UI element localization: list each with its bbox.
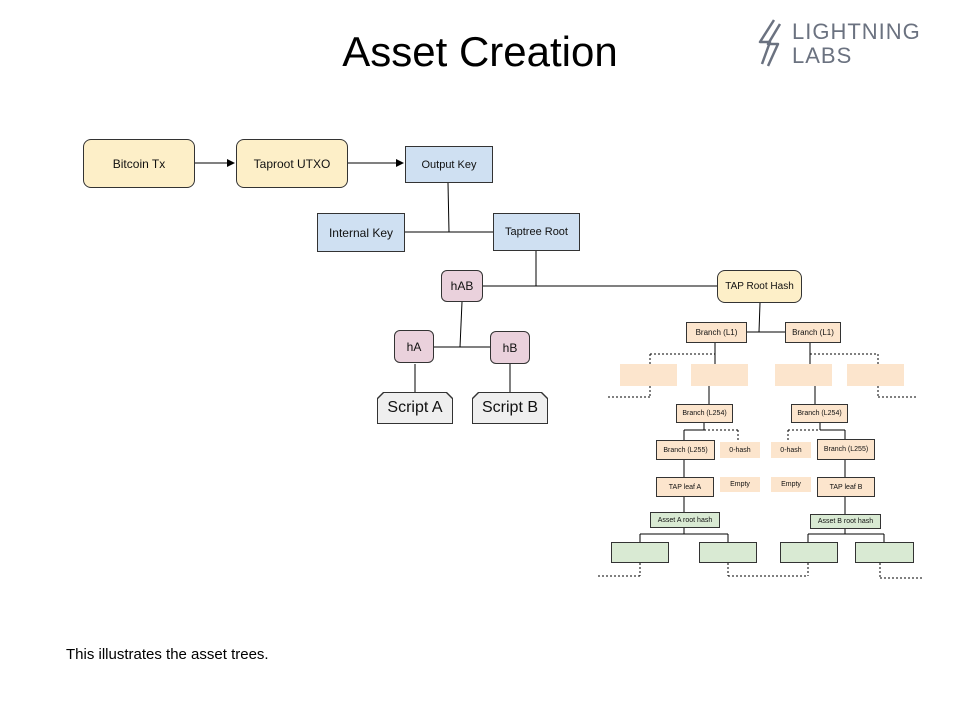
tap-leaf-b-node: TAP leaf B (817, 477, 875, 497)
script-b-label: Script B (473, 393, 547, 423)
slide-caption: This illustrates the asset trees. (66, 646, 269, 663)
hidden-branch-node (847, 364, 904, 386)
taproot-utxo-node: Taproot UTXO (236, 139, 348, 188)
asset-leaf-node (699, 542, 757, 563)
tap-leaf-a-node: TAP leaf A (656, 477, 714, 497)
internal-key-node: Internal Key (317, 213, 405, 252)
logo-line-1: LIGHTNING (792, 19, 921, 44)
script-a-label: Script A (378, 393, 452, 423)
asset-a-root-hash-node: Asset A root hash (650, 512, 720, 528)
hab-node: hAB (441, 270, 483, 302)
script-a-node: Script A (377, 392, 453, 424)
lightning-labs-logo: LIGHTNING LABS (756, 18, 926, 70)
branch-l1-right-node: Branch (L1) (785, 322, 841, 343)
branch-l254-right-node: Branch (L254) (791, 404, 848, 423)
branch-l255-right-node: Branch (L255) (817, 439, 875, 460)
hidden-branch-node (620, 364, 677, 386)
bitcoin-tx-node: Bitcoin Tx (83, 139, 195, 188)
logo-line-2: LABS (792, 43, 853, 68)
asset-leaf-node (611, 542, 669, 563)
taptree-root-node: Taptree Root (493, 213, 580, 251)
empty-left-node: Empty (720, 477, 760, 492)
hidden-branch-node (775, 364, 832, 386)
zero-hash-right-node: 0-hash (771, 442, 811, 458)
empty-right-node: Empty (771, 477, 811, 492)
asset-b-root-hash-node: Asset B root hash (810, 514, 881, 529)
slide-title: Asset Creation (342, 28, 618, 75)
asset-leaf-node (855, 542, 914, 563)
lightning-bolt-icon (758, 19, 782, 67)
branch-l254-left-node: Branch (L254) (676, 404, 733, 423)
branch-l1-left-node: Branch (L1) (686, 322, 747, 343)
hidden-branch-node (691, 364, 748, 386)
zero-hash-left-node: 0-hash (720, 442, 760, 458)
branch-l255-left-node: Branch (L255) (656, 440, 715, 460)
output-key-node: Output Key (405, 146, 493, 183)
hb-node: hB (490, 331, 530, 364)
script-b-node: Script B (472, 392, 548, 424)
ha-node: hA (394, 330, 434, 363)
asset-leaf-node (780, 542, 838, 563)
tap-root-hash-node: TAP Root Hash (717, 270, 802, 303)
